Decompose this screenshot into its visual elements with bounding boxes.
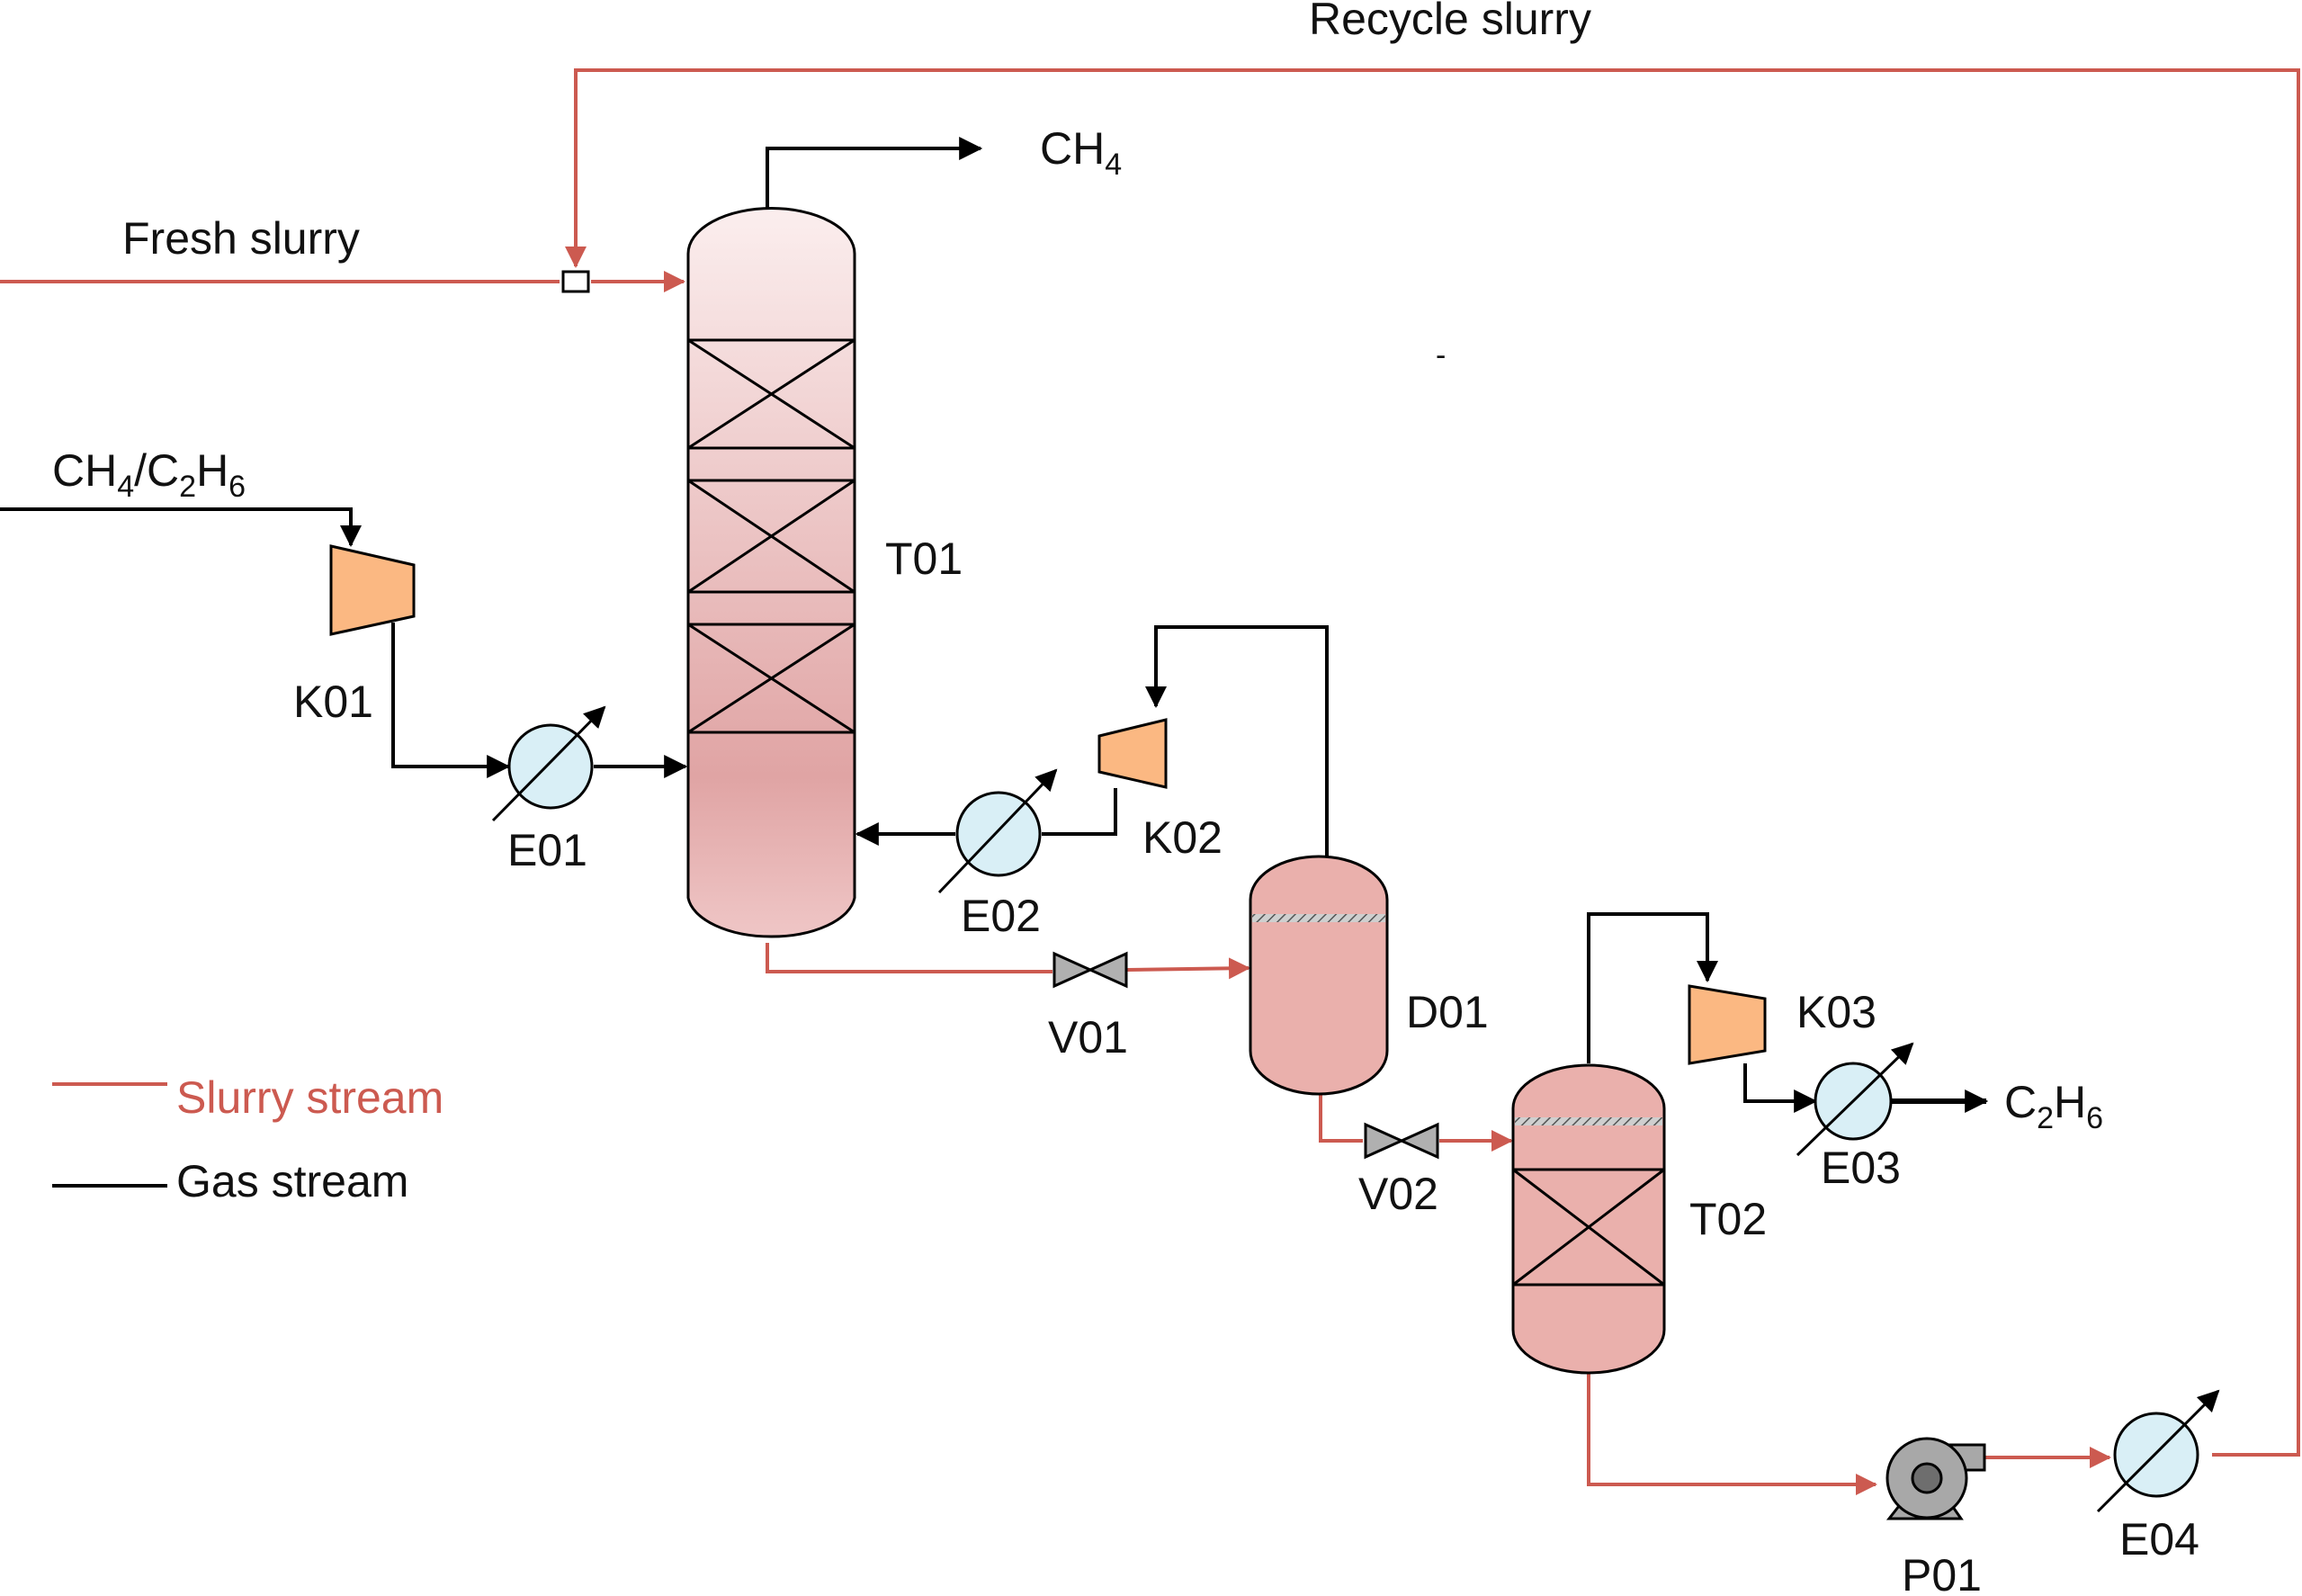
- column-t01-shell: [686, 207, 856, 938]
- legend-slurry-label: Slurry stream: [176, 1072, 443, 1123]
- k03-label: K03: [1796, 987, 1877, 1037]
- e03-label: E03: [1821, 1143, 1901, 1193]
- heat-exchanger-e01: [491, 705, 606, 822]
- packed-bed: [1512, 1168, 1665, 1287]
- feed-gas-label: CH4/C2H6: [52, 445, 246, 504]
- flash-drum-d01: [1249, 855, 1389, 1096]
- demister-pad: [1515, 1117, 1662, 1125]
- t02-to-p01-line: [1587, 1372, 1877, 1495]
- e01-label: E01: [507, 825, 587, 875]
- demister-pad: [1252, 914, 1385, 922]
- legend-gas-label: Gas stream: [176, 1156, 408, 1206]
- k03-to-e03-line: [1743, 1063, 1818, 1113]
- t02-label: T02: [1689, 1194, 1767, 1244]
- d01-to-v02-line: [1319, 1095, 1363, 1143]
- column-t01: [686, 207, 856, 938]
- gas-streams: [0, 137, 1989, 1113]
- stray-mark: -: [1436, 338, 1446, 372]
- t01-to-v01-line: [766, 943, 1052, 973]
- p01-label: P01: [1902, 1550, 1982, 1596]
- k01-label: K01: [293, 677, 373, 727]
- column-t02: [1511, 1063, 1666, 1375]
- heat-exchanger-e03: [1796, 1042, 1914, 1157]
- c2h6-product-label: C2H6: [2004, 1077, 2103, 1135]
- flash-drum-d01-shell: [1249, 855, 1389, 1096]
- valve-v01: [1052, 951, 1128, 989]
- v01-label: V01: [1048, 1012, 1128, 1063]
- e04-label: E04: [2119, 1514, 2199, 1565]
- slurry-streams: [0, 68, 2300, 1495]
- k02-to-e02-line: [1042, 788, 1117, 836]
- compressor-k03: [1688, 984, 1767, 1065]
- e02-label: E02: [961, 891, 1041, 941]
- compressor-k02: [1097, 718, 1168, 789]
- t01-label: T01: [885, 533, 963, 584]
- feed-gas-line: [0, 507, 362, 547]
- v02-label: V02: [1358, 1169, 1438, 1219]
- mixer-node: [561, 270, 590, 293]
- heat-exchanger-e04: [2096, 1389, 2220, 1513]
- valve-v02: [1364, 1122, 1439, 1160]
- packed-bed: [687, 338, 855, 450]
- legend: Slurry stream Gas stream: [52, 1072, 443, 1206]
- packed-bed: [687, 623, 855, 734]
- recycle-slurry-line: [565, 68, 2300, 1457]
- pump-p01: [1885, 1437, 1986, 1520]
- ch4-product-line: [766, 137, 983, 211]
- compressor-k01: [329, 544, 416, 636]
- recycle-slurry-label: Recycle slurry: [1309, 0, 1591, 44]
- fresh-slurry-label: Fresh slurry: [122, 213, 360, 264]
- packed-bed: [687, 479, 855, 594]
- v01-to-d01-line: [1126, 957, 1250, 980]
- column-t02-shell: [1511, 1063, 1666, 1375]
- d01-label: D01: [1406, 987, 1489, 1037]
- t02-to-k03-line: [1587, 912, 1718, 1063]
- heat-exchanger-e02: [937, 768, 1058, 894]
- ch4-product-label: CH4: [1040, 123, 1122, 182]
- k02-label: K02: [1142, 812, 1223, 863]
- k01-to-e01-line: [391, 623, 511, 778]
- d01-to-k02-line: [1145, 625, 1329, 859]
